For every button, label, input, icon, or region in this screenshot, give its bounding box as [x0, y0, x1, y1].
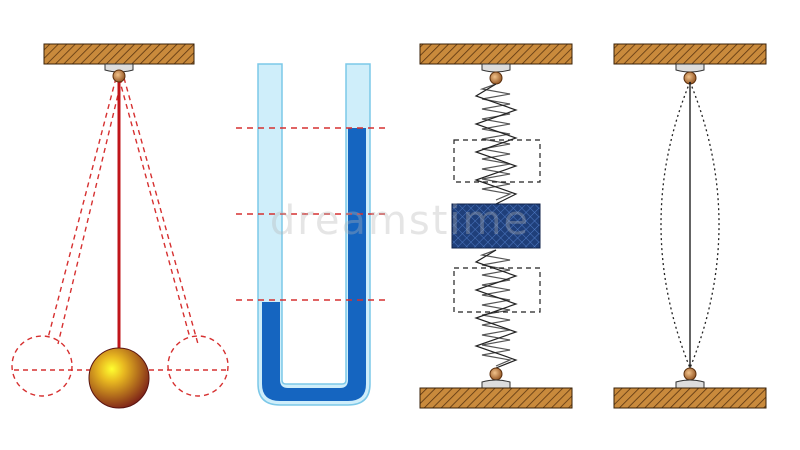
- spring-upper-ghost-mass: [453, 139, 541, 183]
- string-top-beam: [613, 43, 767, 65]
- string-left-displacement: [660, 81, 691, 369]
- spring-bottom-beam: [419, 387, 573, 409]
- spring-bottom-bracket: [481, 379, 511, 389]
- pendulum-pivot: [112, 69, 126, 83]
- spring-extended-coil: [474, 83, 518, 205]
- spring-lower-extended-coil: [474, 249, 518, 369]
- spring-top-beam: [419, 43, 573, 65]
- string-top-bracket: [675, 63, 705, 73]
- pendulum-right-swing-path-inner: [123, 77, 199, 345]
- spring-mass-diagram: [419, 43, 573, 409]
- spring-top-pivot: [489, 71, 503, 85]
- spring-mass-block: [451, 203, 541, 249]
- pendulum-left-ghost-bob: [11, 335, 73, 397]
- spring-lower-compressed-coil: [479, 249, 513, 367]
- pendulum-diagram: [11, 43, 229, 409]
- spring-compressed-coil: [479, 83, 513, 201]
- pendulum-left-swing-path: [47, 77, 117, 339]
- spring-bottom-pivot: [489, 367, 503, 381]
- pendulum-left-swing-path-inner: [57, 77, 123, 345]
- pendulum-bob: [88, 347, 150, 409]
- string-bottom-bracket: [675, 379, 705, 389]
- pendulum-ceiling-beam: [43, 43, 195, 65]
- vibrating-string-diagram: [613, 43, 767, 409]
- u-tube-liquid: [262, 128, 366, 401]
- u-tube-diagram: [236, 63, 390, 406]
- pendulum-right-swing-path: [118, 77, 191, 339]
- pendulum-right-ghost-bob: [167, 335, 229, 397]
- string-right-displacement: [689, 81, 720, 369]
- string-bottom-pivot: [683, 367, 697, 381]
- spring-top-bracket: [481, 63, 511, 73]
- spring-lower-ghost-mass: [453, 267, 541, 313]
- string-bottom-beam: [613, 387, 767, 409]
